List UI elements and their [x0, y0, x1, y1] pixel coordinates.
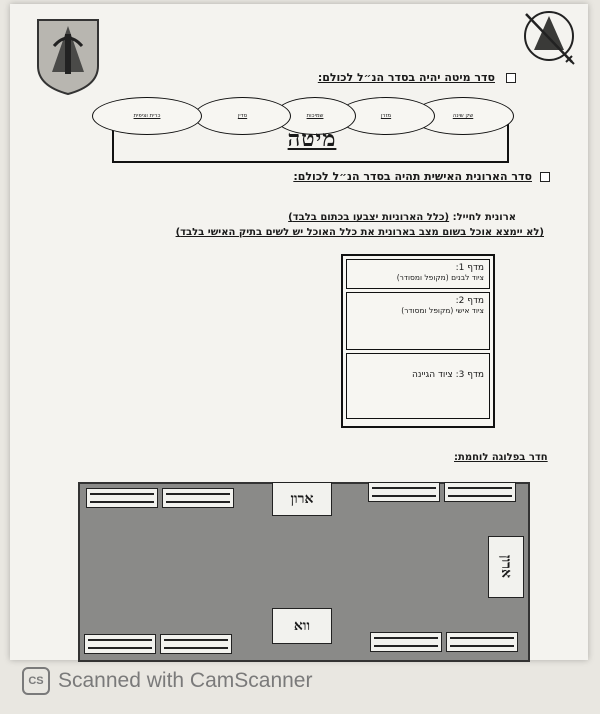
shelf-2-label: מדף 2:	[455, 296, 484, 306]
locker-note-prefix: ארונית לחייל:	[452, 212, 516, 223]
room-bed-top-left-1	[86, 488, 158, 508]
locker-diagram: מדף 1: ציוד לבנים (מקופל ומסודר) מדף 2: …	[341, 254, 495, 428]
section2-heading: סדר הארונית האישית תהיה בסדר הנ״ל לכולם:	[293, 170, 532, 183]
room-bed-top-right-2	[444, 482, 516, 502]
shelf-2-detail: ציוד אישי (מקופל ומסודר)	[401, 306, 484, 315]
section1-heading: סדר מיטה יהיה בסדר הנ״ל לכולם:	[317, 71, 495, 84]
room-bed-top-right-1	[368, 482, 440, 502]
locker-note-underlined: (כלל הארוניות יצבעו בכתום בלבד)	[288, 212, 450, 223]
bed-frame	[112, 121, 509, 163]
room-closet-side: ארון	[488, 536, 524, 598]
room-heading: חדר בפלוגה לוחמת:	[454, 452, 548, 463]
shelf-3-detail: ציוד הגיינה	[412, 370, 453, 380]
shelf-1-label: מדף 1:	[455, 263, 484, 273]
section2-checkbox	[540, 172, 550, 182]
room-closet-bottom: ווא	[272, 608, 332, 644]
shelf-3-label: מדף 3:	[455, 370, 484, 380]
camscanner-logo-icon: CS	[22, 667, 50, 695]
corps-emblem-icon	[524, 11, 575, 65]
locker-note-1: ארונית לחייל: (כלל הארוניות יצבעו בכתום …	[242, 212, 516, 223]
room-bed-top-left-2	[162, 488, 234, 508]
camscanner-text: Scanned with CamScanner	[58, 669, 313, 692]
camscanner-watermark: CS Scanned with CamScanner	[22, 666, 312, 696]
shelf-1-detail: ציוד לבנים (מקופל ומסודר)	[396, 273, 484, 282]
bed-title: מיטה	[287, 126, 337, 152]
document-page: סדר מיטה יהיה בסדר הנ״ל לכולם: שק שינה מ…	[10, 4, 588, 662]
bed-oval-4: סדין	[194, 97, 291, 135]
room-bed-bottom-left-2	[160, 634, 232, 654]
room-bed-bottom-left-1	[84, 634, 156, 654]
unit-emblem-icon	[37, 19, 99, 96]
shelf-2: מדף 2: ציוד אישי (מקופל ומסודר)	[346, 292, 490, 350]
room-bed-bottom-right-2	[446, 632, 518, 652]
room-diagram: ארון ארון ווא	[78, 482, 530, 662]
locker-note-2: (לא יימצא אוכל בשום מצב בארונית את כלל ה…	[175, 227, 544, 238]
shelf-3: מדף 3: ציוד הגיינה	[346, 353, 490, 419]
bed-diagram: שק שינה מזרן שמיכות סדין כרית וציפית מיט…	[92, 97, 522, 165]
room-closet-top: ארון	[272, 482, 332, 516]
room-bed-bottom-right-1	[370, 632, 442, 652]
section1-checkbox	[506, 73, 516, 83]
shelf-1: מדף 1: ציוד לבנים (מקופל ומסודר)	[346, 259, 490, 289]
bed-oval-5: כרית וציפית	[92, 97, 202, 135]
